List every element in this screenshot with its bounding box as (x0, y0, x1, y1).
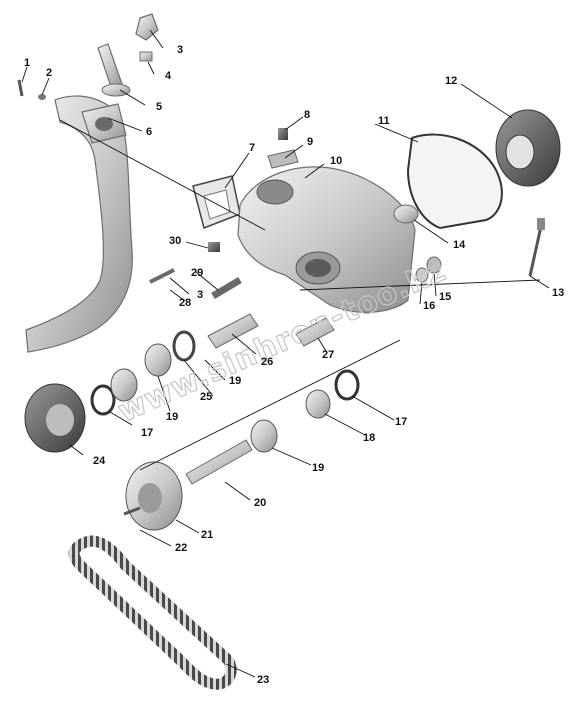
callout-14: 14 (453, 239, 466, 251)
washer-2 (38, 94, 46, 100)
callout-11: 11 (378, 115, 390, 127)
ring-25 (172, 330, 196, 362)
stud-29 (211, 276, 242, 300)
callout-3-lower: 3 (197, 289, 203, 301)
callout-17-right: 17 (395, 416, 407, 428)
callout-4: 4 (165, 70, 172, 82)
watermark-text: www.sinhron-too.kz (113, 253, 452, 429)
callout-23: 23 (257, 674, 269, 686)
callout-22: 22 (175, 542, 187, 554)
callout-10: 10 (330, 155, 342, 167)
seal-17-left (90, 384, 116, 416)
fitting-5 (97, 43, 123, 91)
sleeve-27 (295, 317, 335, 347)
bolt-1 (17, 79, 24, 97)
nut-30 (208, 242, 220, 252)
callout-16: 16 (423, 300, 435, 312)
bearing-19-right (250, 419, 278, 453)
bearing-19-mid (144, 343, 172, 377)
seal-17-right (334, 369, 360, 401)
fitting-5-base (101, 83, 131, 97)
nut-4 (139, 51, 153, 62)
callout-30: 30 (169, 235, 181, 247)
callout-numbers: 1 2 3 4 5 6 7 8 9 10 11 12 13 14 15 16 1… (24, 44, 564, 686)
callout-18: 18 (363, 432, 375, 444)
callout-5: 5 (156, 101, 162, 113)
callout-13: 13 (552, 287, 564, 299)
callout-27: 27 (322, 349, 334, 361)
callout-6: 6 (146, 126, 152, 138)
parts-layer (17, 13, 561, 690)
callout-28: 28 (179, 297, 191, 309)
callout-17-left: 17 (141, 427, 153, 439)
drive-belt-23 (68, 535, 237, 690)
housing-outlet (256, 179, 294, 205)
callout-19-upper: 19 (229, 375, 241, 387)
callout-21: 21 (201, 529, 213, 541)
valve-13 (528, 221, 544, 277)
callout-24: 24 (93, 455, 106, 467)
bolt-8 (278, 128, 288, 140)
callout-25: 25 (200, 391, 212, 403)
callout-15: 15 (439, 291, 451, 303)
shaft-26 (207, 313, 259, 349)
callout-19-lower: 19 (166, 411, 178, 423)
shaft-20 (185, 439, 253, 485)
callout-20: 20 (254, 497, 266, 509)
callout-19-right: 19 (312, 462, 324, 474)
callout-9: 9 (307, 136, 313, 148)
bearing-18 (305, 389, 331, 419)
callout-8: 8 (304, 109, 310, 121)
callout-26: 26 (261, 356, 273, 368)
bearing-14 (393, 204, 419, 224)
callout-7: 7 (249, 142, 255, 154)
bolt-22 (123, 506, 141, 516)
bolt-28 (149, 268, 175, 284)
callout-2: 2 (46, 67, 52, 79)
bearing-19-left (110, 368, 138, 402)
callout-3: 3 (177, 44, 183, 56)
callout-12: 12 (445, 75, 457, 87)
part-9 (267, 149, 299, 169)
leader-lines (21, 29, 550, 678)
gasket-11 (406, 133, 503, 230)
callout-29: 29 (191, 267, 203, 279)
callout-1: 1 (24, 57, 30, 69)
pipe-flange-hole (95, 117, 113, 131)
